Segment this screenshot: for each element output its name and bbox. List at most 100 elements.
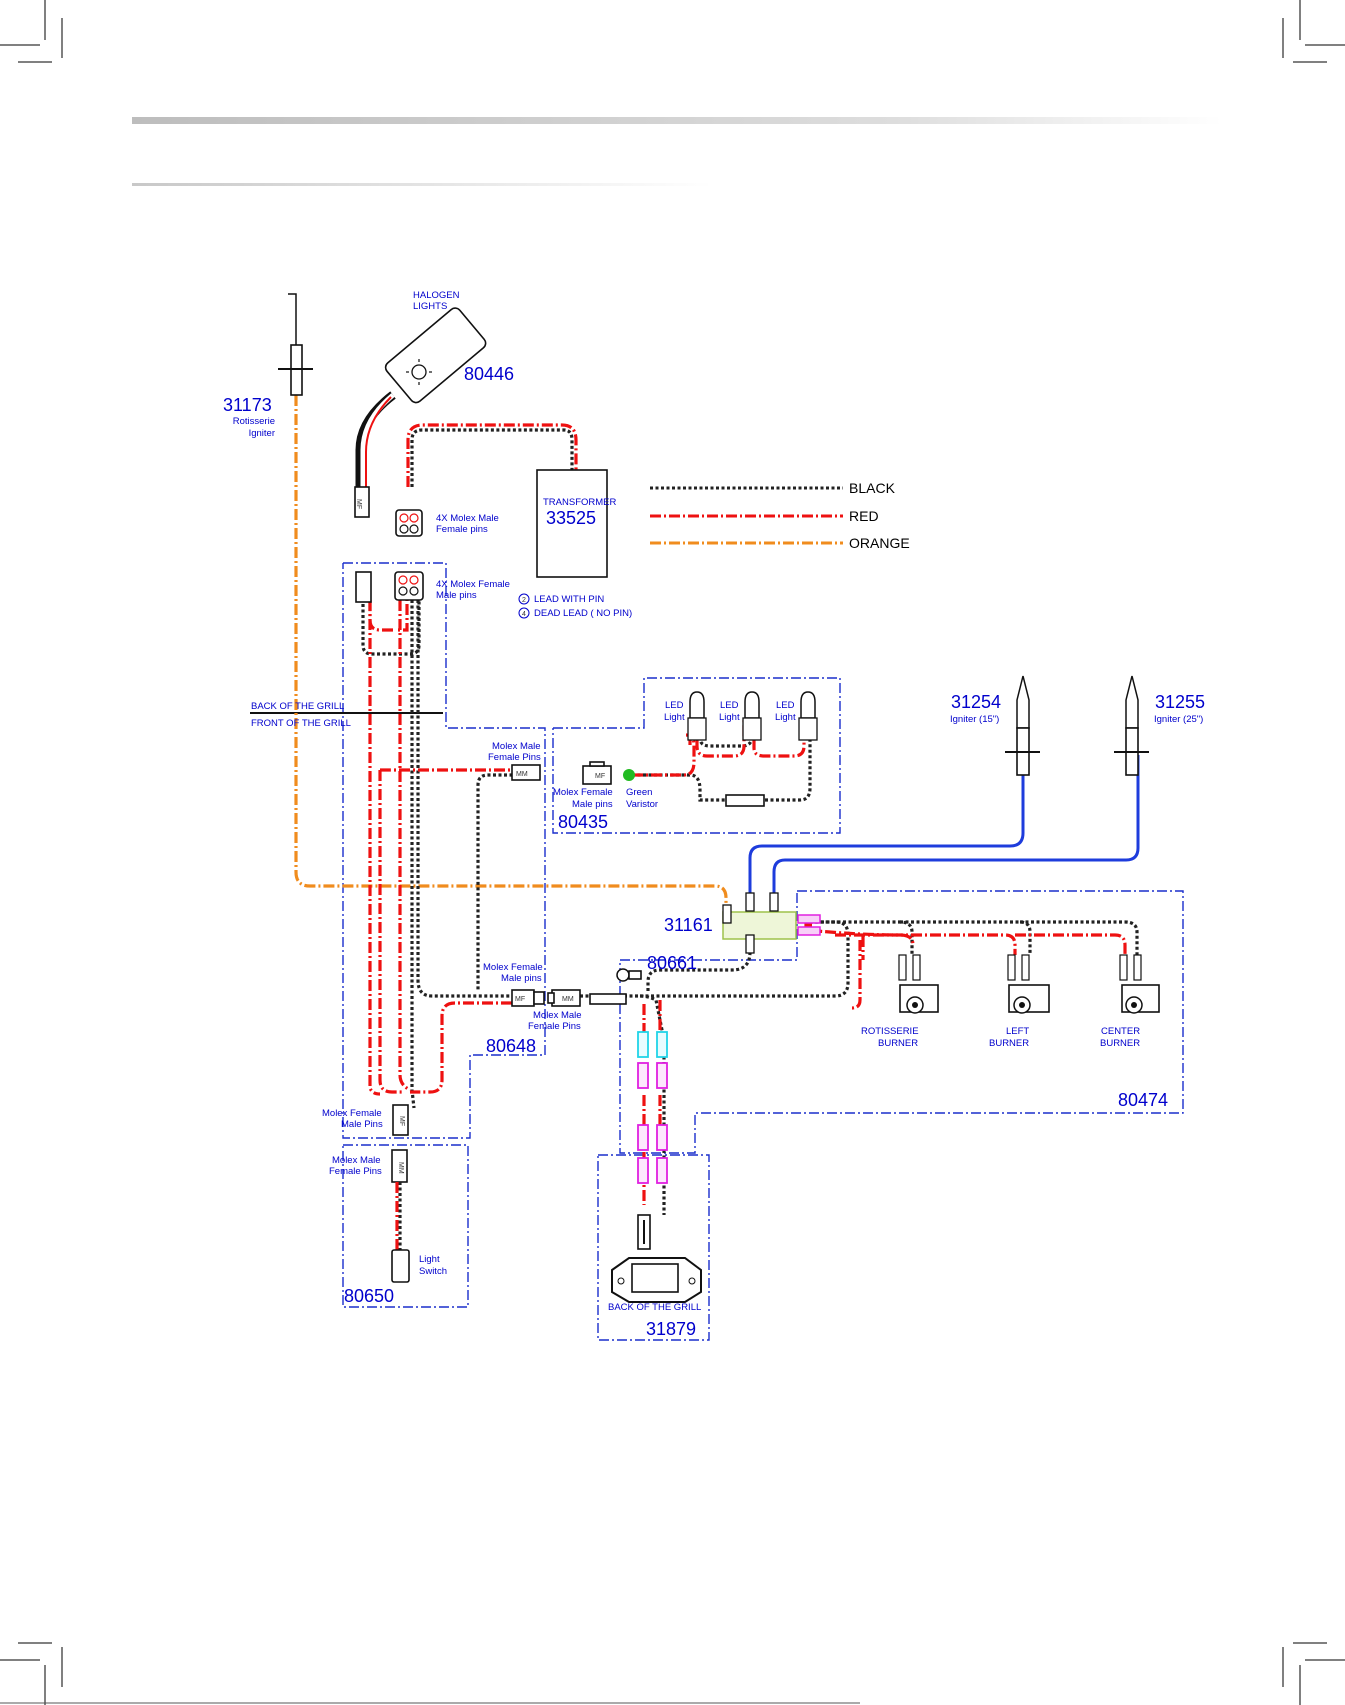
assembly-80474-outline [619, 890, 1184, 1154]
part-80648: 80648 [486, 1036, 536, 1056]
part-31161: 31161 [664, 915, 713, 935]
header-bar [132, 117, 1222, 124]
label-led-1: LED [665, 700, 684, 711]
label-molex-male-b2: Female Pins [329, 1166, 382, 1177]
label-molex-female-pins-2: Male pins [501, 973, 542, 984]
label-center-burner-1: CENTER [1101, 1026, 1140, 1037]
spade-connectors [637, 1031, 668, 1184]
label-light-3: Light [775, 712, 796, 723]
label-molex-male-1: Molex Male [492, 741, 541, 752]
part-80446: 80446 [464, 364, 514, 384]
part-33525: 33525 [546, 508, 596, 528]
label-light-switch-2: Switch [419, 1266, 447, 1277]
legend-black: BLACK [849, 480, 896, 496]
label-center-burner-2: BURNER [1100, 1038, 1140, 1049]
red-wires [368, 423, 1127, 1205]
label-molex-male-pins-1: Molex Male [533, 1010, 582, 1021]
label-molex-female-2: Male pins [572, 799, 613, 810]
igniter-31254 [1005, 675, 1040, 776]
label-molex-female-b2: Male Pins [341, 1119, 383, 1130]
label-molex4x-male-1: 4X Molex Male [436, 513, 499, 524]
led-lights [687, 691, 818, 807]
label-igniter: Igniter [249, 428, 275, 439]
green-varistor [623, 769, 635, 781]
spark-junction-31161 [722, 892, 821, 954]
part-31255: 31255 [1155, 692, 1205, 712]
label-molex-male-pins-2: Female Pins [528, 1021, 581, 1032]
assembly-31879-outline [597, 1154, 710, 1341]
led-light-3 [798, 691, 818, 741]
sun-icon [411, 364, 427, 380]
label-molex-male-2: Female Pins [488, 752, 541, 763]
label-light-switch-1: Light [419, 1254, 440, 1265]
part-80650: 80650 [344, 1286, 394, 1306]
svg-text:MM: MM [397, 1162, 404, 1174]
label-molex4x-female-2: Male pins [436, 590, 477, 601]
led-light-1 [687, 691, 707, 741]
ground-ring-80661 [616, 968, 642, 982]
label-light-2: Light [719, 712, 740, 723]
label-molex-female-1: Molex Female [553, 787, 613, 798]
label-front-of-grill: FRONT OF THE GRILL [251, 718, 351, 729]
label-left-burner-1: LEFT [1006, 1026, 1029, 1037]
label-led-2: LED [720, 700, 739, 711]
assembly-80435-outline [552, 677, 841, 834]
label-back-of-grill-2: BACK OF THE GRILL [608, 1302, 701, 1313]
svg-text:2: 2 [522, 597, 526, 604]
led-resistor [725, 794, 765, 807]
label-rotisserie: Rotisserie [233, 416, 275, 427]
label-molex-female-b1: Molex Female [322, 1108, 382, 1119]
label-dead-lead: DEAD LEAD ( NO PIN) [534, 608, 632, 619]
part-80435: 80435 [558, 812, 608, 832]
part-31173: 31173 [223, 395, 272, 415]
black-wires [361, 428, 1139, 1215]
label-light-1: Light [664, 712, 685, 723]
label-halogen: HALOGEN [413, 290, 460, 301]
svg-text:MF: MF [595, 773, 605, 780]
svg-text:MF: MF [398, 1116, 405, 1126]
svg-text:MM: MM [562, 996, 574, 1003]
label-left-burner-2: BURNER [989, 1038, 1029, 1049]
label-rotisserie-burner-1: ROTISSERIE [861, 1026, 919, 1037]
molex-pair-bottom-left: MF MM [391, 1104, 410, 1283]
svg-text:4: 4 [522, 611, 526, 618]
rotisserie-igniter-31173 [278, 293, 313, 396]
pin-number-circles [518, 593, 530, 619]
label-molex4x-female-1: 4X Molex Female [436, 579, 510, 590]
label-led-3: LED [776, 700, 795, 711]
assembly-80648-outline [342, 562, 546, 1139]
svg-text:MF: MF [515, 996, 525, 1003]
mm-connector-top: MM [511, 764, 541, 781]
label-varistor: Varistor [626, 799, 658, 810]
label-transformer: TRANSFORMER [543, 497, 617, 508]
svg-text:MF: MF [355, 499, 362, 509]
svg-text:MM: MM [516, 771, 528, 778]
led-light-2 [742, 691, 762, 741]
molex-4x-female-connector [355, 571, 424, 603]
molex-4x-male-connector [395, 509, 423, 537]
center-burner-electrode [1119, 954, 1160, 1014]
rotisserie-burner-electrode [898, 954, 939, 1014]
part-31254: 31254 [951, 692, 1001, 712]
spark-module-31879 [611, 1214, 702, 1303]
label-igniter-25: Igniter (25") [1154, 714, 1203, 725]
legend-orange: ORANGE [849, 535, 910, 551]
transformer-33525 [536, 469, 608, 578]
mf-mm-connectors-bottom: MF MM [511, 989, 627, 1007]
igniter-31255 [1114, 675, 1149, 776]
label-green: Green [626, 787, 652, 798]
blue-wire-31254 [748, 775, 1025, 905]
part-31879: 31879 [646, 1319, 696, 1339]
assembly-outlines [342, 562, 1184, 1341]
subheader-rule [132, 183, 712, 186]
halogen-light-80446: MF [354, 307, 487, 518]
label-molex4x-male-2: Female pins [436, 524, 488, 535]
label-back-of-grill: BACK OF THE GRILL [251, 701, 344, 712]
label-igniter-15: Igniter (15") [950, 714, 999, 725]
mf-connector-80435: MF [582, 761, 635, 785]
label-lead-with-pin: LEAD WITH PIN [534, 594, 604, 605]
wire-legend: BLACK RED ORANGE [650, 480, 910, 551]
